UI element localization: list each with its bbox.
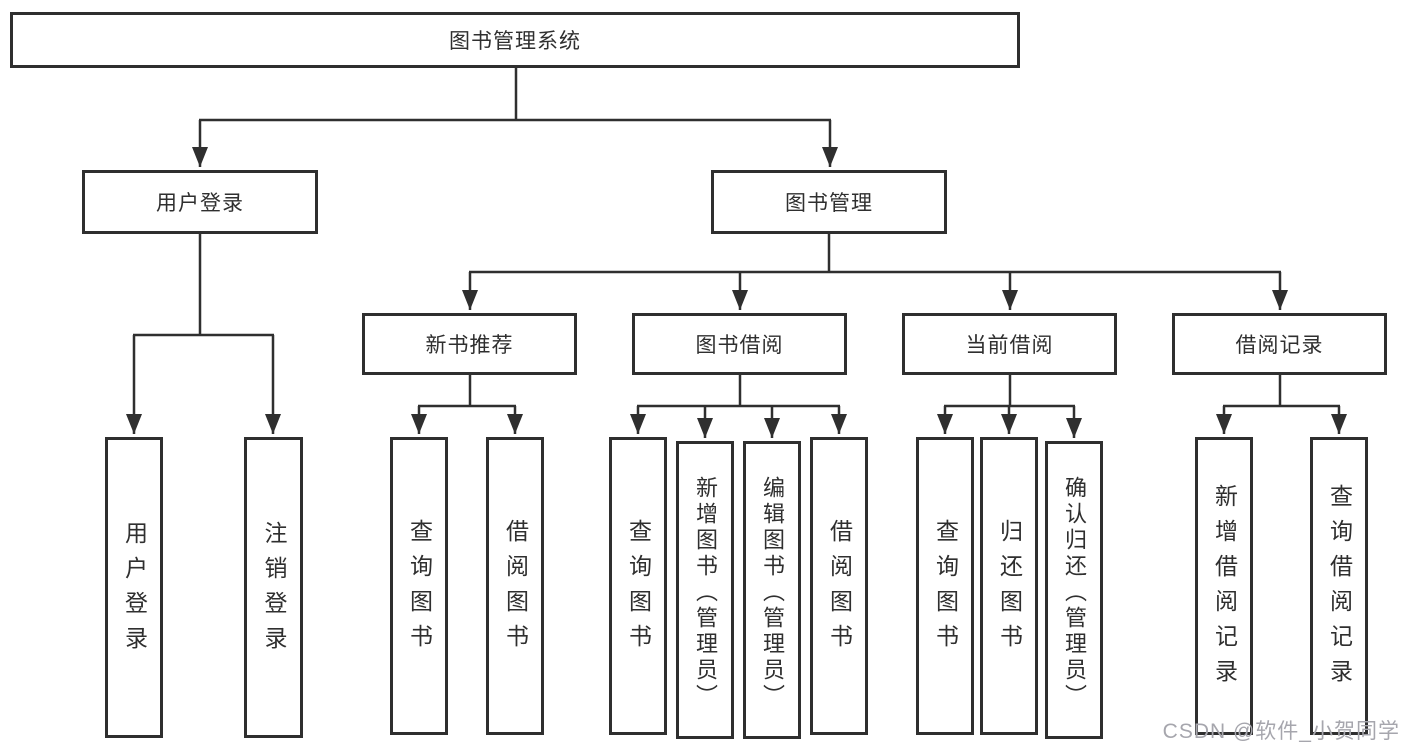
leaf-confirm-return-admin: 确认归还（管理员） xyxy=(1045,441,1103,739)
leaf-query-books-current: 查询图书 xyxy=(916,437,974,735)
leaf-add-borrow-record: 新增借阅记录 xyxy=(1195,437,1253,735)
watermark-text: CSDN @软件_小贺同学 xyxy=(1162,720,1400,743)
leaf-borrow-books-borrowing: 借阅图书 xyxy=(810,437,868,735)
node-current-borrowing: 当前借阅 xyxy=(902,313,1117,375)
leaf-user-login: 用户登录 xyxy=(105,437,163,738)
node-user-login: 用户登录 xyxy=(82,170,318,234)
leaf-query-books-borrowing: 查询图书 xyxy=(609,437,667,735)
node-new-book-recommendation: 新书推荐 xyxy=(362,313,577,375)
leaf-query-borrow-record: 查询借阅记录 xyxy=(1310,437,1368,735)
node-borrowing-records: 借阅记录 xyxy=(1172,313,1387,375)
node-book-management: 图书管理 xyxy=(711,170,947,234)
leaf-query-books-recommend: 查询图书 xyxy=(390,437,448,735)
leaf-add-book-admin: 新增图书（管理员） xyxy=(676,441,734,739)
leaf-logout: 注销登录 xyxy=(244,437,303,738)
node-library-system: 图书管理系统 xyxy=(10,12,1020,68)
node-book-borrowing: 图书借阅 xyxy=(632,313,847,375)
leaf-return-books: 归还图书 xyxy=(980,437,1038,735)
leaf-borrow-books-recommend: 借阅图书 xyxy=(486,437,544,735)
leaf-edit-book-admin: 编辑图书（管理员） xyxy=(743,441,801,739)
